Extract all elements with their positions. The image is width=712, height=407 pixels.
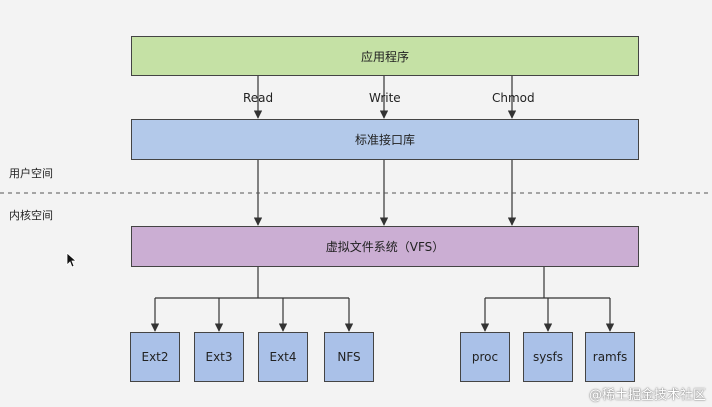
- application-layer-label: 应用程序: [360, 49, 409, 64]
- chmod-label: Chmod: [492, 91, 535, 105]
- vfs-layer-label: 虚拟文件系统（VFS）: [325, 240, 445, 254]
- fs-box-nfs: NFS: [324, 332, 374, 382]
- kernel-space-label: 内核空间: [9, 209, 53, 222]
- watermark-text: @稀土掘金技术社区: [588, 388, 706, 403]
- fs-label-ext3: Ext3: [205, 350, 233, 364]
- fs-label-sysfs: sysfs: [532, 350, 564, 364]
- fs-box-ramfs: ramfs: [585, 332, 635, 382]
- write-label: Write: [369, 91, 401, 105]
- application-layer-box: 应用程序: [131, 36, 639, 76]
- user-space-label: 用户空间: [9, 167, 53, 180]
- fs-box-ext4: Ext4: [258, 332, 308, 382]
- mouse-cursor-icon: [66, 252, 78, 268]
- fs-box-ext3: Ext3: [194, 332, 244, 382]
- read-label: Read: [243, 91, 274, 105]
- fs-label-ramfs: ramfs: [592, 350, 628, 364]
- fs-label-ext2: Ext2: [141, 350, 169, 364]
- stdlib-layer-label: 标准接口库: [354, 133, 415, 147]
- fs-label-nfs: NFS: [337, 350, 361, 364]
- vfs-layer-box: 虚拟文件系统（VFS）: [131, 226, 639, 267]
- fs-box-ext2: Ext2: [130, 332, 180, 382]
- stdlib-layer-box: 标准接口库: [131, 119, 639, 160]
- fs-box-proc: proc: [460, 332, 510, 382]
- fs-box-sysfs: sysfs: [523, 332, 573, 382]
- fs-label-proc: proc: [471, 350, 499, 364]
- fs-label-ext4: Ext4: [269, 350, 297, 364]
